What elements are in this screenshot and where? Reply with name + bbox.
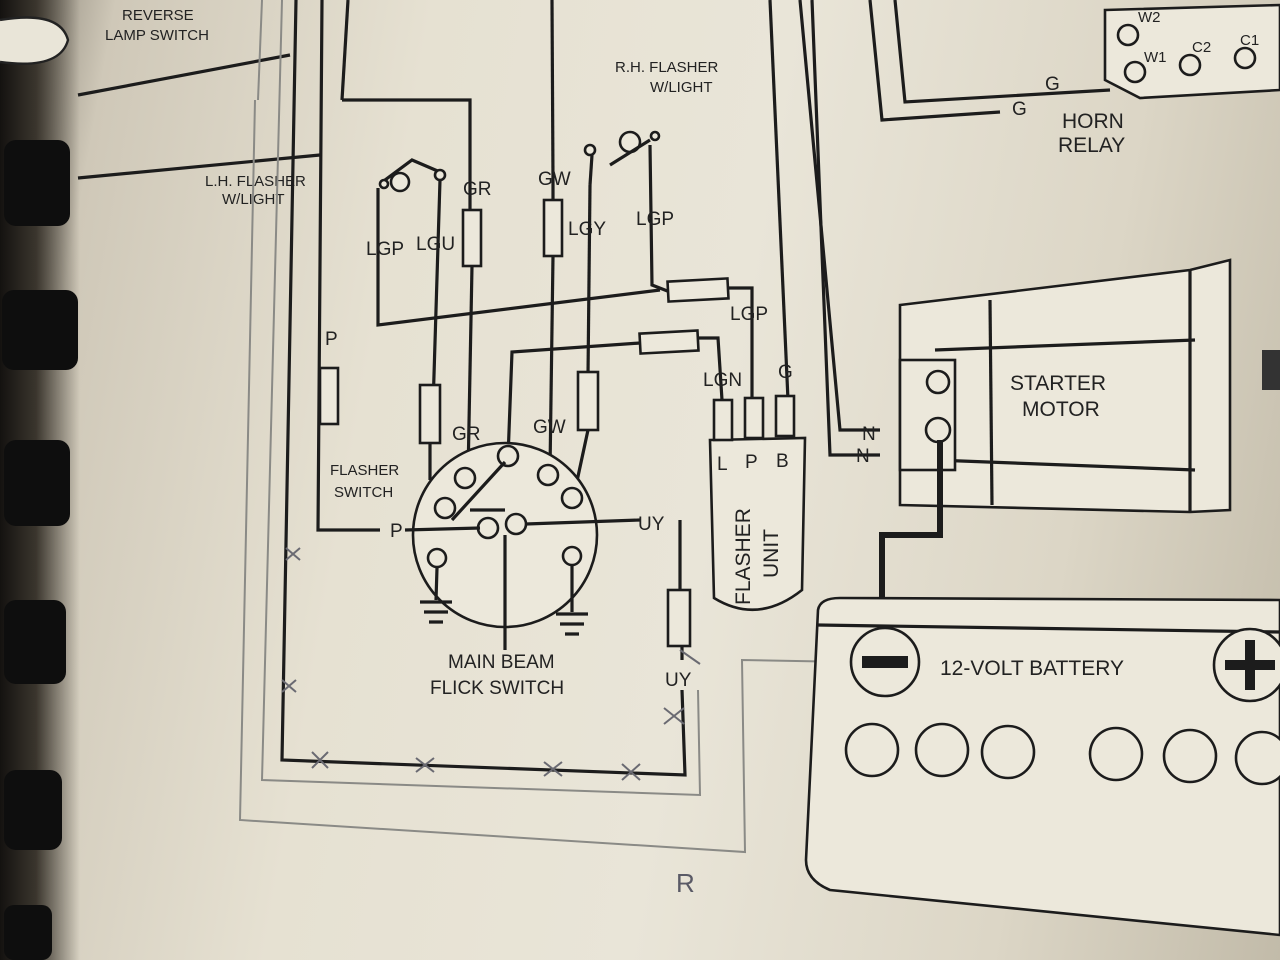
flasher-switch-label-1: FLASHER bbox=[330, 462, 399, 479]
uy-connector bbox=[666, 588, 692, 648]
wire-code-uy-switch: UY bbox=[638, 514, 665, 535]
lgp-connector bbox=[666, 277, 730, 303]
wire-code-lgy: LGY bbox=[568, 219, 606, 240]
wire-code-p-switch: P bbox=[390, 521, 403, 542]
flasher-switch bbox=[404, 441, 641, 650]
earth-loop-wire bbox=[280, 0, 687, 777]
pen-marks: R bbox=[281, 547, 701, 898]
pen-note: R bbox=[676, 868, 695, 898]
gr-connector bbox=[461, 208, 483, 268]
battery: 12-VOLT BATTERY bbox=[804, 596, 1280, 937]
reverse-lamp-label-1: REVERSE bbox=[122, 7, 194, 24]
wire-code-g-unit: G bbox=[778, 362, 793, 383]
binding-rings bbox=[0, 16, 78, 960]
flasher-unit: L P B FLASHER UNIT bbox=[708, 394, 807, 612]
battery-label: 12-VOLT BATTERY bbox=[940, 657, 1124, 680]
flasher-terminal-b: B bbox=[776, 451, 789, 472]
starter-label-2: MOTOR bbox=[1022, 398, 1100, 421]
wire-code-g-horn-2: G bbox=[1012, 99, 1027, 120]
wire-code-g-horn-1: G bbox=[1045, 74, 1060, 95]
p-wire bbox=[316, 0, 380, 532]
rh-flasher-label-2: W/LIGHT bbox=[650, 79, 713, 96]
lh-flasher-label-1: L.H. FLASHER bbox=[205, 173, 306, 190]
starter-label-1: STARTER bbox=[1010, 372, 1106, 395]
horn-terminal-w2: W2 bbox=[1138, 9, 1161, 26]
wire-code-gw-mid: GW bbox=[533, 417, 566, 438]
flasher-switch-label-2: SWITCH bbox=[334, 484, 393, 501]
wire-code-lgn: LGN bbox=[703, 370, 742, 391]
p-connector bbox=[318, 366, 340, 426]
starter-motor: STARTER MOTOR bbox=[898, 258, 1280, 514]
wire-code-n-1: N bbox=[862, 424, 876, 445]
flasher-terminal-p: P bbox=[745, 452, 758, 473]
wire-code-lgu: LGU bbox=[416, 234, 455, 255]
wire-code-lgp-right: LGP bbox=[636, 209, 674, 230]
n-wire-1 bbox=[798, 0, 880, 432]
horn-terminal-c2: C2 bbox=[1192, 39, 1211, 56]
lgn-connector bbox=[638, 329, 700, 355]
rh-flasher-label-1: R.H. FLASHER bbox=[615, 59, 719, 76]
wire-code-lgp-left: LGP bbox=[366, 239, 404, 260]
flasher-terminal-l: L bbox=[717, 454, 728, 475]
horn-terminal-c1: C1 bbox=[1240, 32, 1259, 49]
flasher-unit-label-1: FLASHER bbox=[732, 508, 755, 605]
g-wire-flasher bbox=[768, 0, 790, 401]
wire-code-lgp-unit: LGP bbox=[730, 304, 768, 325]
lgu-connector bbox=[418, 383, 442, 445]
wire-code-n-2: N bbox=[856, 446, 870, 467]
horn-relay-label-1: HORN bbox=[1062, 110, 1124, 133]
main-beam-label-2: FLICK SWITCH bbox=[430, 678, 564, 699]
reverse-lamp-label-2: LAMP SWITCH bbox=[105, 27, 209, 44]
horn-relay-label-2: RELAY bbox=[1058, 134, 1125, 157]
gw-connector bbox=[542, 198, 564, 258]
wire-code-gr-mid: GR bbox=[452, 424, 481, 445]
horn-terminal-w1: W1 bbox=[1144, 49, 1167, 66]
n-wire-2 bbox=[810, 0, 880, 457]
horn-relay: W2 W1 C2 C1 HORN RELAY bbox=[1058, 3, 1280, 157]
rh-flasher-lamp: R.H. FLASHER W/LIGHT bbox=[583, 59, 719, 294]
flasher-unit-label-2: UNIT bbox=[760, 529, 783, 578]
wire-code-gw-top: GW bbox=[538, 169, 571, 190]
wire-code-gr-top: GR bbox=[463, 179, 492, 200]
main-beam-label-1: MAIN BEAM bbox=[448, 652, 555, 673]
wire-code-uy-lower: UY bbox=[665, 670, 692, 691]
lgy-connector bbox=[576, 370, 600, 432]
wire-code-p-left: P bbox=[325, 329, 338, 350]
